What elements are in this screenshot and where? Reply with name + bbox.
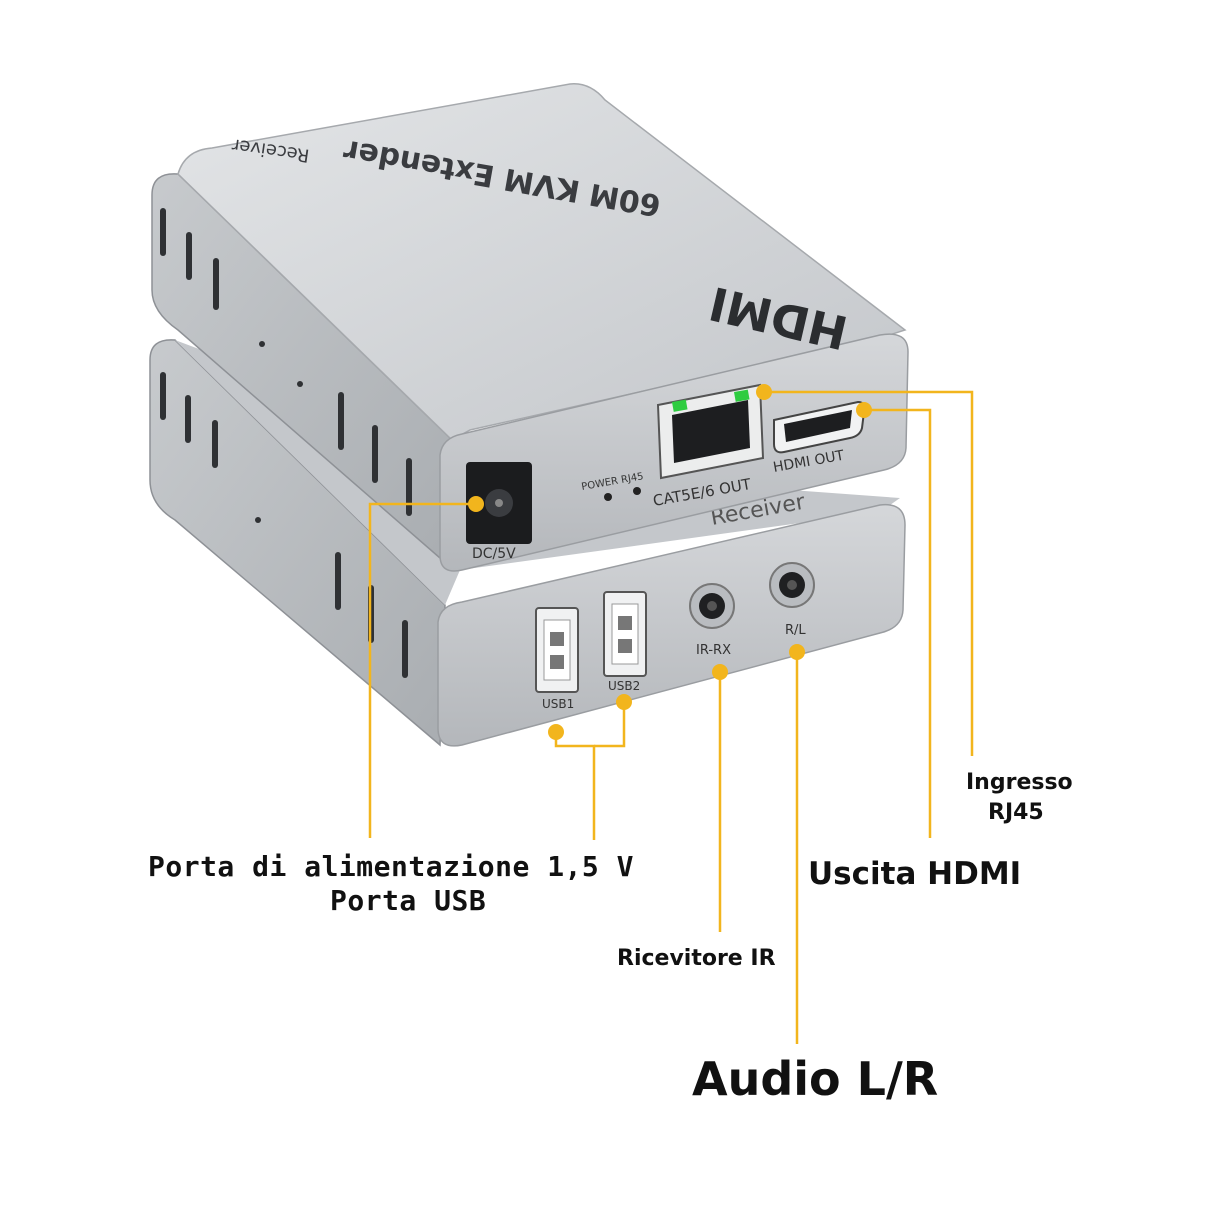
callout-power-port: Porta di alimentazione 1,5 V [148, 850, 635, 883]
power-led [604, 493, 612, 501]
leader-usb [554, 732, 596, 840]
leader-usb2 [594, 702, 626, 748]
leader-lines [368, 390, 974, 1044]
leader-dots [468, 384, 872, 740]
usb1-label: USB1 [542, 697, 574, 711]
callout-rj45-line2: RJ45 [988, 800, 1044, 825]
top-unit-vents [160, 208, 412, 516]
leader-power [368, 502, 476, 838]
top-unit-top [177, 83, 907, 441]
usb2-port [603, 591, 647, 677]
callout-hdmi-out: Uscita HDMI [808, 856, 1022, 892]
rl-label: R/L [785, 623, 806, 638]
ir-rx-label: IR-RX [696, 643, 731, 658]
dot-rj45 [756, 384, 772, 400]
usb2-label: USB2 [608, 679, 640, 693]
dc-label: DC/5V [472, 546, 516, 562]
dot-usb2 [616, 694, 632, 710]
callout-ir-receiver: Ricevitore IR [617, 946, 776, 971]
audio-rl-jack [769, 562, 815, 608]
dot-power [468, 496, 484, 512]
leader-hdmi [864, 408, 932, 838]
dot-usb1 [548, 724, 564, 740]
dot-hdmi [856, 402, 872, 418]
leader-rj45 [764, 390, 974, 756]
dot-audio [789, 644, 805, 660]
callout-rj45-line1: Ingresso [966, 770, 1073, 795]
usb1-port [535, 607, 579, 693]
callout-usb-port: Porta USB [330, 884, 487, 917]
top-unit: 60M KVM Extender Receiver HDMI DC/5V POW… [151, 83, 909, 572]
rj45-port [656, 383, 765, 480]
rj45-led [633, 487, 641, 495]
ir-rx-jack [689, 583, 735, 629]
dot-ir [712, 664, 728, 680]
callout-audio: Audio L/R [692, 1052, 939, 1106]
dc-jack [466, 462, 532, 544]
